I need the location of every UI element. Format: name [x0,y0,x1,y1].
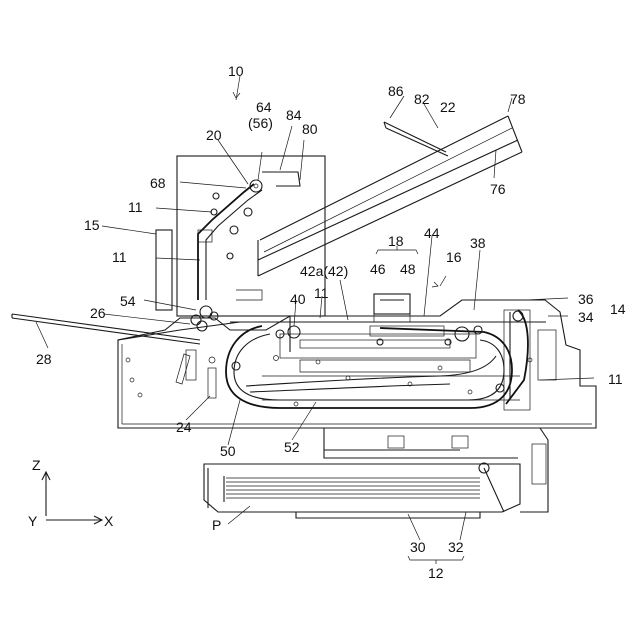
label-56: (56) [248,115,273,131]
label-12: 12 [428,565,444,581]
label-11-center: 11 [314,285,329,301]
label-15: 15 [84,217,100,233]
label-38: 38 [470,235,486,251]
label-48: 48 [400,261,416,277]
front-tray [12,314,200,344]
axis-x-label: X [104,513,114,529]
label-84: 84 [286,107,302,123]
label-14: 14 [610,301,626,317]
axis-y-label: Y [28,513,38,529]
label-64: 64 [256,99,272,115]
label-20: 20 [206,127,222,143]
label-16: 16 [446,249,462,265]
label-26: 26 [90,305,106,321]
sheet-cassette [204,428,548,518]
label-28: 28 [36,351,52,367]
label-32: 32 [448,539,464,555]
label-40: 40 [290,291,306,307]
label-86: 86 [388,83,404,99]
recording-head [374,294,410,322]
axis-z-label: Z [32,457,41,473]
label-42a: 42a(42) [300,263,348,279]
label-36: 36 [578,291,594,307]
label-80: 80 [302,121,318,137]
label-50: 50 [220,443,236,459]
label-54: 54 [120,293,136,309]
label-46: 46 [370,261,386,277]
label-22: 22 [440,99,456,115]
label-52: 52 [284,439,300,455]
front-unit [118,312,240,398]
label-30: 30 [410,539,426,555]
label-82: 82 [414,91,430,107]
document-tray [258,116,522,276]
conveyance-path [226,310,528,408]
label-18: 18 [388,233,404,249]
label-11-upper: 11 [128,199,143,215]
label-44: 44 [424,225,440,241]
label-34: 34 [578,309,594,325]
label-P: P [212,517,221,533]
rollers [126,311,532,473]
label-10: 10 [228,63,244,79]
axes [42,472,102,524]
label-11-right: 11 [608,371,623,387]
label-24: 24 [176,419,192,435]
label-68: 68 [150,175,166,191]
label-76: 76 [490,181,506,197]
label-11-mid: 11 [112,249,127,265]
label-78: 78 [510,91,526,107]
